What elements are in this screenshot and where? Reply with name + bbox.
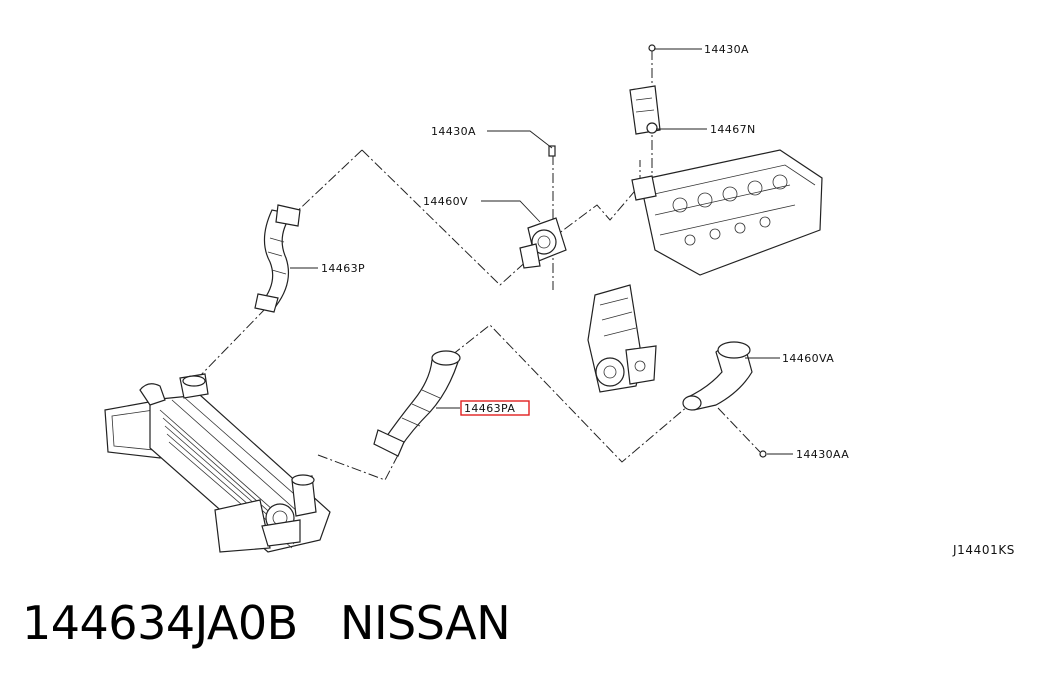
highlight-box <box>460 400 530 416</box>
diagram-code: J14401KS <box>953 543 1015 557</box>
intercooler-illustration <box>104 373 331 553</box>
callout-14460VA[interactable]: 14460VA <box>782 352 834 365</box>
water-inlet-14460VA-illustration <box>682 341 767 458</box>
callout-14463P[interactable]: 14463P <box>321 262 365 275</box>
callout-14463PA[interactable]: 14463PA <box>464 402 515 415</box>
callout-14467N[interactable]: 14467N <box>710 123 756 136</box>
hose-14463PA-illustration <box>373 350 461 457</box>
footer-part-number: 144634JA0B <box>22 596 298 650</box>
footer-brand: NISSAN <box>340 596 511 650</box>
leader-lines <box>290 48 793 455</box>
callout-labels: 14430A 14467N 14430A 14460V 14463P 14460… <box>321 43 849 461</box>
water-outlet-14460V-illustration <box>519 145 567 269</box>
cylinder-head-illustration <box>629 44 823 276</box>
water-pump-illustration <box>587 284 657 393</box>
callout-14430A-mid[interactable]: 14430A <box>431 125 476 138</box>
callout-14430A-top[interactable]: 14430A <box>704 43 749 56</box>
hose-14463P-illustration <box>254 204 301 313</box>
callout-14460V[interactable]: 14460V <box>423 195 468 208</box>
footer-caption: 144634JA0B NISSAN <box>22 596 511 650</box>
callout-14430AA[interactable]: 14430AA <box>796 448 849 461</box>
